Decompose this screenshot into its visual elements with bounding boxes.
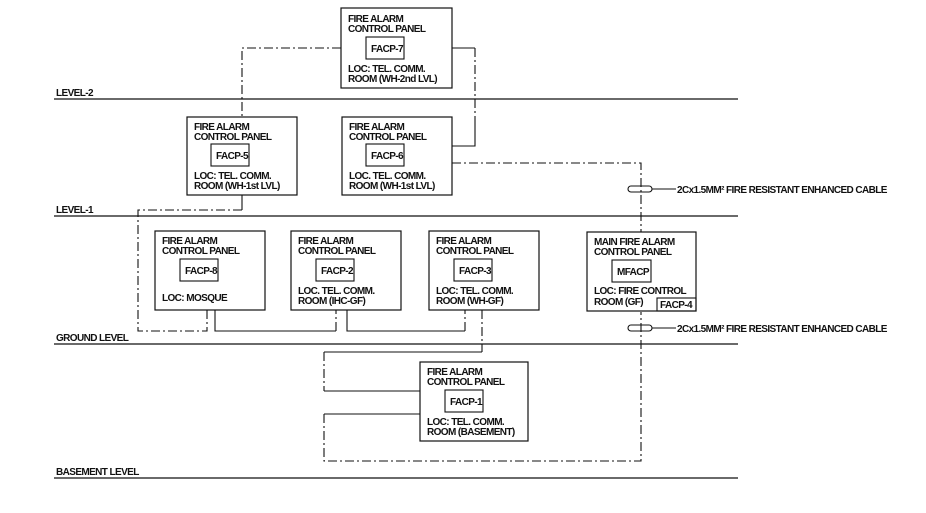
wire-facp6-mfacp: [452, 162, 642, 232]
panel-tag: FACP-8: [185, 266, 218, 277]
panel-title: CONTROL PANEL: [194, 132, 272, 143]
wire-facp1-mfacp: [323, 312, 642, 462]
cable-marker-lower: 2Cx1.5MM² FIRE RESISTANT ENHANCED CABLE: [627, 324, 888, 335]
panel-title: FIRE ALARM: [162, 236, 218, 247]
panel-tag-box: [611, 259, 652, 283]
panel-title: CONTROL PANEL: [436, 246, 514, 257]
panel-facp-1[interactable]: FIRE ALARM CONTROL PANEL FACP-1 LOC: TEL…: [419, 361, 529, 442]
panel-title: FIRE ALARM: [348, 14, 404, 25]
wire-facp6-in: [452, 117, 476, 147]
level-label: BASEMENT LEVEL: [56, 467, 139, 478]
panel-border: [186, 116, 298, 196]
panel-tag-box: [365, 36, 405, 60]
cable-note: 2Cx1.5MM² FIRE RESISTANT ENHANCED CABLE: [677, 185, 888, 196]
panel-title: CONTROL PANEL: [298, 246, 376, 257]
panel-facp-6[interactable]: FIRE ALARM CONTROL PANEL FACP-6 LOC. TEL…: [341, 116, 453, 196]
panel-tag-box: [315, 258, 355, 282]
panel-location: LOC: TEL. COMM.: [194, 171, 272, 182]
panel-tag: FACP-1: [450, 397, 483, 408]
panel-tag: FACP-6: [371, 151, 404, 162]
panel-title: CONTROL PANEL: [162, 246, 240, 257]
panel-location: LOC: TEL. COMM.: [427, 417, 505, 428]
wiring: [137, 47, 642, 462]
panel-border: [586, 231, 697, 312]
level-level-2: LEVEL-2: [54, 88, 738, 100]
panel-border: [290, 230, 402, 311]
panel-facp-7[interactable]: FIRE ALARM CONTROL PANEL FACP-7 LOC: TEL…: [340, 7, 453, 89]
cable-sleeve-icon: [627, 324, 653, 332]
level-level-1: LEVEL-1: [54, 205, 738, 217]
panel-title: CONTROL PANEL: [349, 132, 427, 143]
panel-tag-box: [365, 143, 405, 167]
level-label: LEVEL-1: [56, 205, 94, 216]
cable-marker-upper: 2Cx1.5MM² FIRE RESISTANT ENHANCED CABLE: [627, 185, 888, 196]
panel-sub-tag-box: [656, 297, 697, 312]
level-label: LEVEL-2: [56, 88, 94, 99]
level-ground: GROUND LEVEL: [54, 333, 738, 345]
level-label: GROUND LEVEL: [56, 333, 129, 344]
panel-location: LOC: FIRE CONTROL: [594, 286, 687, 297]
level-basement: BASEMENT LEVEL: [54, 467, 738, 479]
wire-facp5-facp8: [137, 209, 242, 332]
cable-sleeve-icon: [627, 185, 653, 193]
panel-title: FIRE ALARM: [436, 236, 492, 247]
panel-title: FIRE ALARM: [427, 367, 483, 378]
panel-location: LOC: TEL. COMM.: [348, 64, 426, 75]
panel-location: LOC: MOSQUE: [162, 293, 228, 304]
panel-tag: FACP-2: [321, 266, 354, 277]
panel-title: MAIN FIRE ALARM: [594, 237, 675, 248]
wire-facp2-facp3: [346, 310, 465, 332]
panel-title: FIRE ALARM: [349, 122, 405, 133]
cable-note: 2Cx1.5MM² FIRE RESISTANT ENHANCED CABLE: [677, 324, 888, 335]
panel-location: ROOM (WH-1st LVL): [194, 181, 280, 192]
panel-title: FIRE ALARM: [194, 122, 250, 133]
panel-location: ROOM (WH-2nd LVL): [348, 74, 437, 85]
wire-facp8-facp2: [214, 310, 336, 332]
panel-location: ROOM (WH-GF): [436, 296, 503, 307]
panel-border: [428, 230, 540, 311]
panel-facp-3[interactable]: FIRE ALARM CONTROL PANEL FACP-3 LOC: TEL…: [428, 230, 540, 311]
wire-facp7-facp5: [241, 47, 341, 117]
panel-tag: FACP-5: [216, 151, 249, 162]
panel-border: [154, 230, 266, 311]
panel-location: ROOM (BASEMENT): [427, 427, 515, 438]
panel-tag-box: [210, 143, 250, 167]
panel-location: LOC. TEL. COMM.: [298, 286, 375, 297]
panel-mfacp[interactable]: MAIN FIRE ALARM CONTROL PANEL MFACP LOC:…: [586, 231, 697, 312]
panel-title: CONTROL PANEL: [427, 377, 505, 388]
panel-border: [341, 116, 453, 196]
panel-tag-box: [444, 389, 484, 413]
panel-location: ROOM (GF): [594, 297, 643, 308]
panel-border: [419, 361, 529, 442]
panel-tag: FACP-7: [371, 44, 404, 55]
panel-tag: MFACP: [617, 267, 650, 278]
panel-location: LOC. TEL. COMM.: [349, 171, 426, 182]
panel-title: CONTROL PANEL: [348, 24, 426, 35]
panel-location: ROOM (WH-1st LVL): [349, 181, 435, 192]
panel-location: LOC: TEL. COMM.: [436, 286, 514, 297]
panel-title: CONTROL PANEL: [594, 247, 672, 258]
panel-tag: FACP-3: [459, 266, 492, 277]
panel-facp-2[interactable]: FIRE ALARM CONTROL PANEL FACP-2 LOC. TEL…: [290, 230, 402, 311]
panel-facp-5[interactable]: FIRE ALARM CONTROL PANEL FACP-5 LOC: TEL…: [186, 116, 298, 196]
panel-location: ROOM (IHC-GF): [298, 296, 365, 307]
panel-sub-tag: FACP-4: [660, 300, 693, 311]
panel-tag-box: [453, 258, 493, 282]
panel-tag-box: [179, 258, 219, 282]
panel-border: [340, 7, 453, 89]
panel-facp-8[interactable]: FIRE ALARM CONTROL PANEL FACP-8 LOC: MOS…: [154, 230, 266, 311]
panel-title: FIRE ALARM: [298, 236, 354, 247]
